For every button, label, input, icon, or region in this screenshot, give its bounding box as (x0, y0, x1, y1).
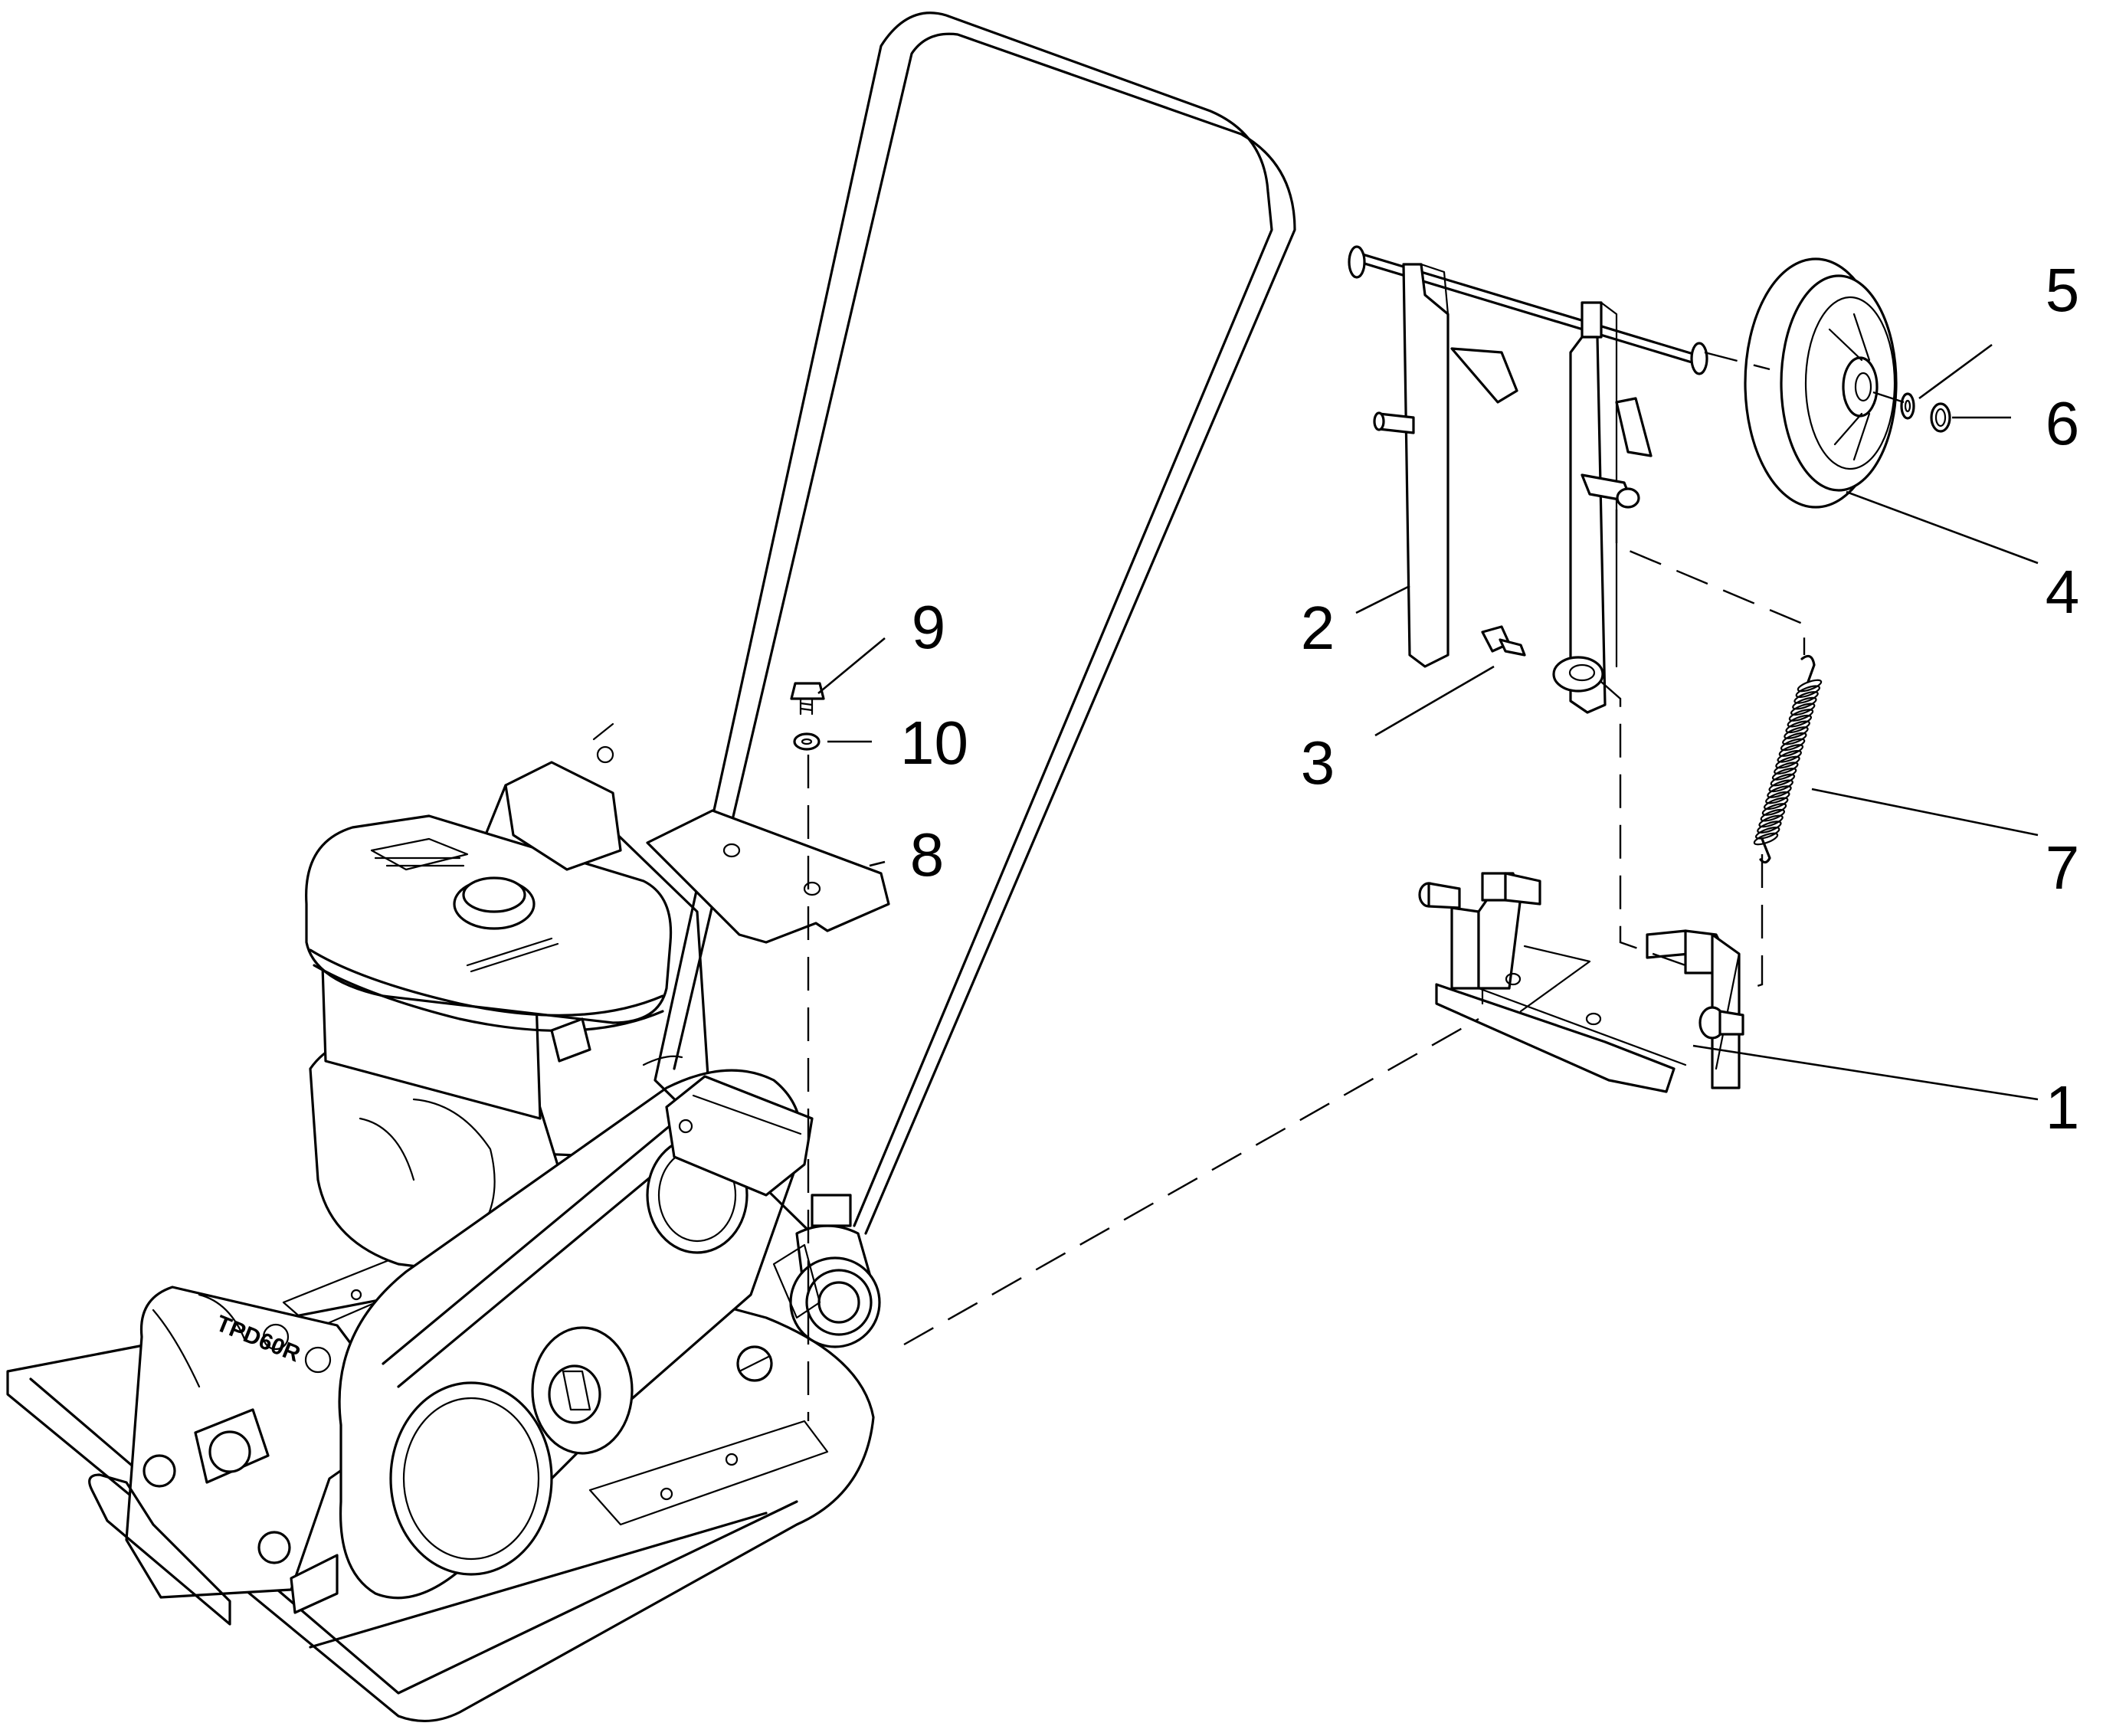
spring-coil (1761, 803, 1787, 816)
spring-coil (1753, 832, 1779, 846)
spring-coil (1774, 762, 1799, 775)
callout-4: 4 (2046, 558, 2080, 626)
part-1-wheel-bracket (1418, 872, 1744, 1093)
part-8-mounting-plate (646, 809, 890, 944)
part-3-pivot-bolt (1481, 625, 1526, 657)
spring-coil (1784, 726, 1809, 739)
callout-1: 1 (2046, 1073, 2080, 1142)
spring-coil (1771, 768, 1797, 781)
part-10-washer (793, 732, 821, 751)
spring-coil (1790, 703, 1816, 716)
spring-coil (1780, 738, 1806, 752)
engine (305, 722, 710, 1277)
callout-5: 5 (2046, 256, 2080, 324)
spring-coil (1797, 679, 1823, 693)
spring-coil (1757, 821, 1782, 834)
spring-coil (1792, 696, 1817, 710)
spring-coil (1758, 814, 1784, 828)
spring-coil (1768, 779, 1793, 793)
operator-handle (642, 11, 1296, 1348)
spring-coil (1778, 744, 1804, 757)
spring-coil (1787, 714, 1813, 728)
part-5-washer (1900, 392, 1915, 420)
spring-coil (1782, 732, 1807, 745)
part-7-tension-spring (1753, 654, 1823, 864)
spring-coil (1754, 826, 1780, 840)
callout-8: 8 (910, 821, 945, 889)
callout-3: 3 (1301, 729, 1335, 797)
assembly-lines (807, 351, 1905, 1421)
spring-coil (1767, 785, 1792, 798)
callout-10: 10 (900, 709, 968, 777)
callout-6: 6 (2046, 389, 2080, 457)
part-9-bolt (790, 682, 825, 716)
callout-7: 7 (2046, 834, 2080, 902)
spring-coil (1775, 755, 1800, 769)
handle-mount-bracket (665, 1075, 814, 1197)
callout-2: 2 (1301, 594, 1335, 662)
spring-coil (1788, 709, 1814, 722)
spring-coil (1795, 685, 1821, 699)
spring-coil (1793, 691, 1819, 704)
spring-coil (1760, 808, 1786, 822)
belt-guard (338, 1017, 803, 1600)
callout-9: 9 (912, 593, 946, 661)
callout-numbers: 1 2 3 4 5 6 7 8 9 10 (900, 256, 2079, 1142)
spring-coil (1770, 773, 1796, 787)
part-2-wheel-arm (1348, 245, 1708, 714)
spring-coil (1763, 797, 1789, 811)
spring-coil (1765, 791, 1790, 804)
spring-coil (1785, 720, 1810, 734)
leader-lines (817, 343, 2039, 1101)
part-4-wheel (1744, 257, 1898, 509)
spring-coil (1777, 749, 1802, 763)
part-6-snap-ring (1930, 402, 1951, 433)
exciter-housing: TPD60R (88, 1286, 385, 1626)
